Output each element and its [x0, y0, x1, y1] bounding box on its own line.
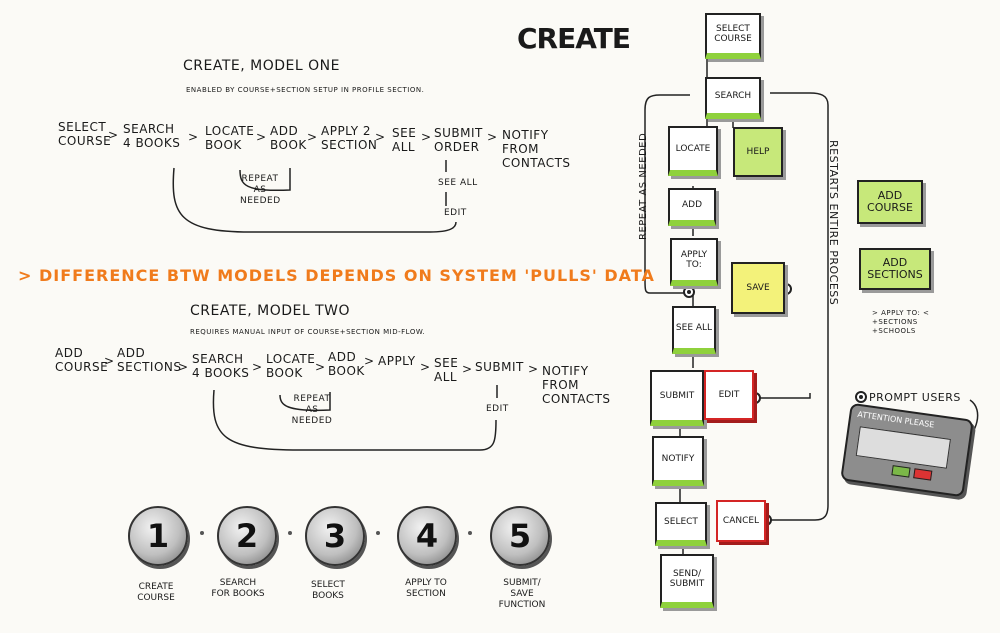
flow-see-all: SEE ALL: [672, 306, 716, 354]
dot-separator: [468, 531, 472, 535]
m2-step-add-course: ADD COURSE: [55, 346, 109, 374]
flow-help: HELP: [733, 127, 783, 177]
m1-step-see-all: SEE ALL: [392, 126, 417, 154]
step-circle-1: 1: [128, 506, 188, 566]
flow-locate: LOCATE: [668, 126, 718, 176]
m1-edit: EDIT: [444, 208, 467, 218]
flow-cancel: CANCEL: [716, 500, 766, 542]
m2-step-notify: NOTIFY FROM CONTACTS: [542, 364, 611, 406]
m1-repeat-note: REPEAT AS NEEDED: [240, 174, 281, 206]
m1-step-search: SEARCH 4 BOOKS: [123, 122, 181, 150]
m1-step-apply: APPLY 2 SECTION: [321, 124, 378, 152]
dot-separator: [288, 531, 292, 535]
m2-arrow: >: [178, 360, 189, 374]
step-circle-5: 5: [490, 506, 550, 566]
m1-arrow: >: [375, 130, 386, 144]
m1-step-select-course: SELECT COURSE: [58, 120, 112, 148]
m2-arrow: >: [104, 354, 115, 368]
model-one-subtitle: ENABLED BY COURSE+SECTION SETUP IN PROFI…: [186, 86, 425, 94]
model-one-title: CREATE, MODEL ONE: [183, 58, 340, 74]
side-add-course: ADD COURSE: [857, 180, 923, 224]
step-label-5: SUBMIT/ SAVE FUNCTION: [498, 578, 546, 610]
m2-edit: EDIT: [486, 404, 509, 414]
m2-arrow: >: [462, 362, 473, 376]
flow-send-submit: SEND/ SUBMIT: [660, 554, 714, 608]
page-title: CREATE: [517, 22, 631, 55]
model-two-subtitle: REQUIRES MANUAL INPUT OF COURSE+SECTION …: [190, 328, 426, 336]
flow-notify: NOTIFY: [652, 436, 704, 486]
step-label-4: APPLY TO SECTION: [405, 578, 447, 599]
m2-step-add-book: ADD BOOK: [328, 350, 365, 378]
m1-step-locate: LOCATE BOOK: [205, 124, 255, 152]
m1-arrow: >: [108, 128, 119, 142]
flow-edit: EDIT: [704, 370, 754, 420]
dialog-button-green: [891, 465, 911, 478]
repeat-label: REPEAT AS NEEDED: [638, 132, 649, 240]
side-add-sections: ADD SECTIONS: [859, 248, 931, 290]
m1-step-add: ADD BOOK: [270, 124, 307, 152]
m1-step-notify: NOTIFY FROM CONTACTS: [502, 128, 571, 170]
m2-step-see-all: SEE ALL: [434, 356, 459, 384]
m2-step-apply: APPLY: [378, 354, 416, 368]
m2-arrow: >: [252, 360, 263, 374]
flow-search: SEARCH: [705, 77, 761, 119]
flow-submit: SUBMIT: [650, 370, 704, 426]
dot-separator: [376, 531, 380, 535]
step-circle-3: 3: [305, 506, 365, 566]
m1-see-all: SEE ALL: [438, 178, 478, 188]
difference-note: > DIFFERENCE BTW MODELS DEPENDS ON SYSTE…: [18, 266, 655, 285]
step-label-3: SELECT BOOKS: [311, 580, 345, 601]
restart-label: RESTARTS ENTIRE PROCESS: [827, 140, 840, 306]
m2-arrow: >: [315, 360, 326, 374]
flow-apply-to: APPLY TO:: [670, 238, 718, 286]
m2-arrow: >: [528, 362, 539, 376]
flow-add: ADD: [668, 188, 716, 226]
step-circle-4: 4: [397, 506, 457, 566]
flow-select: SELECT: [655, 502, 707, 546]
step-circle-2: 2: [217, 506, 277, 566]
m1-arrow: >: [307, 130, 318, 144]
m2-step-add-sections: ADD SECTIONS: [117, 346, 182, 374]
step-label-1: CREATE COURSE: [137, 582, 175, 603]
m2-step-submit: SUBMIT: [475, 360, 524, 374]
m2-repeat-note: REPEAT AS NEEDED: [291, 394, 333, 426]
m2-arrow: >: [364, 354, 375, 368]
dot-separator: [200, 531, 204, 535]
m2-arrow: >: [420, 360, 431, 374]
m2-step-locate: LOCATE BOOK: [266, 352, 316, 380]
dialog-button-red: [913, 468, 933, 481]
m1-arrow: >: [256, 130, 267, 144]
prompt-users-label: PROMPT USERS: [869, 391, 961, 404]
m1-arrow: >: [188, 130, 199, 144]
m2-step-search: SEARCH 4 BOOKS: [192, 352, 250, 380]
side-apply-note: > APPLY TO: < +SECTIONS +SCHOOLS: [872, 309, 930, 335]
m1-arrow: >: [421, 130, 432, 144]
flow-save: SAVE: [731, 262, 785, 314]
m1-arrow: >: [487, 130, 498, 144]
step-label-2: SEARCH FOR BOOKS: [211, 578, 265, 599]
m1-step-submit: SUBMIT ORDER: [434, 126, 483, 154]
flow-select-course: SELECT COURSE: [705, 13, 761, 59]
model-two-title: CREATE, MODEL TWO: [190, 303, 351, 319]
